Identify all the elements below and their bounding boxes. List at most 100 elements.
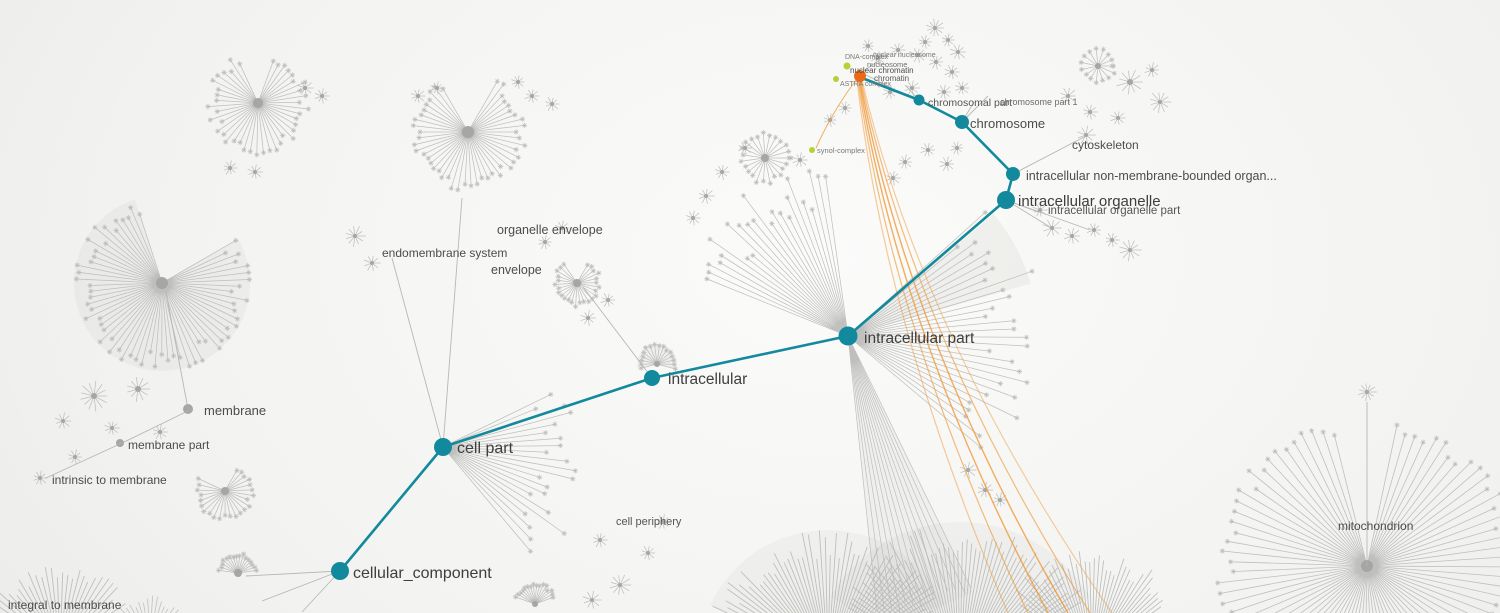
- fan-tips: [205, 57, 311, 158]
- term-label[interactable]: cell part: [457, 440, 514, 457]
- fan-lines: [1086, 223, 1101, 237]
- fan-center-dot: [926, 148, 930, 152]
- orange-edge-bundle: [815, 79, 1113, 613]
- fan-lines: [207, 59, 309, 155]
- term-label[interactable]: nucleosome: [867, 60, 907, 69]
- term-label[interactable]: DNA-complex: [845, 54, 889, 61]
- fan-center-dot: [923, 40, 927, 44]
- node-astra-complex-node[interactable]: [833, 76, 839, 82]
- fan-center-dot: [1127, 79, 1133, 85]
- fan-center-dot: [691, 216, 695, 220]
- label-layer: cellular_component cell part intracellular…: [8, 52, 1413, 612]
- node-synol-complex-node[interactable]: [809, 147, 815, 153]
- fan-cluster: [939, 156, 954, 171]
- fan-lines: [410, 89, 426, 103]
- fan-tips: [194, 467, 257, 522]
- fan-lines: [1217, 424, 1500, 613]
- node-chromosomal-part[interactable]: [913, 94, 925, 106]
- fan-cluster: [1078, 45, 1117, 86]
- term-label[interactable]: intracellular non-membrane-bounded organ…: [1026, 169, 1277, 183]
- fan-tips: [1078, 45, 1117, 86]
- node-cellular_component[interactable]: [331, 562, 349, 580]
- fan-cluster: [54, 412, 72, 429]
- term-label[interactable]: chromosome part 1: [1000, 97, 1078, 107]
- term-label[interactable]: chromosomal part: [928, 97, 1012, 109]
- term-label[interactable]: endomembrane system: [382, 246, 507, 260]
- term-label[interactable]: envelope: [491, 263, 542, 277]
- fan-cluster: [117, 595, 179, 613]
- term-label[interactable]: cell periphery: [616, 516, 682, 528]
- term-label[interactable]: nuclear nucleosome: [873, 52, 936, 59]
- term-label[interactable]: membrane: [204, 403, 266, 418]
- fan-cluster: [1063, 228, 1080, 244]
- fan-tips: [552, 261, 602, 310]
- term-label[interactable]: intracellular organelle part: [1048, 205, 1181, 217]
- fan-lines: [1063, 228, 1080, 244]
- term-label[interactable]: intracellular part: [864, 330, 975, 347]
- fan-center-dot: [1092, 228, 1096, 232]
- node-intracellular-non-membrane-bounded-organelle[interactable]: [1006, 167, 1020, 181]
- fan-lines: [937, 84, 951, 100]
- fan-cluster: [698, 188, 715, 204]
- fan-lines: [1060, 87, 1076, 104]
- term-label[interactable]: cytoskeleton: [1072, 138, 1139, 152]
- fan-lines: [928, 55, 943, 70]
- term-label[interactable]: nuclear chromatin: [850, 66, 914, 75]
- fan-center-dot: [586, 316, 590, 320]
- fan-center-dot: [960, 86, 964, 90]
- fan-center-dot: [720, 170, 724, 174]
- term-label[interactable]: mitochondrion: [1338, 519, 1413, 533]
- node-nucleosome-node[interactable]: [843, 62, 851, 70]
- node-intracellular[interactable]: [644, 370, 660, 386]
- fan-center-dot: [942, 90, 946, 94]
- fan-lines: [890, 43, 906, 58]
- term-label[interactable]: integral to membrane: [8, 598, 122, 612]
- fan-lines: [413, 81, 525, 190]
- fan-lines: [545, 96, 560, 111]
- node-cell-part[interactable]: [434, 438, 452, 456]
- term-label[interactable]: chromatin: [874, 74, 909, 83]
- fan-cluster: [104, 421, 120, 435]
- fan-lines: [430, 81, 444, 95]
- fan-cluster: [950, 141, 964, 155]
- fan-cluster: [80, 380, 108, 412]
- term-label[interactable]: synol-complex: [817, 146, 865, 155]
- fan-center-dot: [73, 455, 77, 459]
- fan-lines: [655, 514, 671, 529]
- fan-cluster: [1060, 87, 1076, 104]
- fan-center-dot: [91, 393, 97, 399]
- fan-cluster: [296, 79, 314, 96]
- node-intracellular-organelle[interactable]: [997, 191, 1015, 209]
- node-intracellular-part[interactable]: [838, 326, 858, 346]
- fan-lines: [919, 35, 932, 49]
- orange-edge: [859, 79, 1069, 613]
- term-label[interactable]: chromosome: [970, 116, 1045, 131]
- node-nuclear-chromatin-highlight[interactable]: [854, 70, 866, 82]
- fan-lines: [126, 376, 150, 402]
- fan-cluster: [1083, 104, 1098, 120]
- term-label[interactable]: cellular_component: [353, 565, 492, 582]
- term-label[interactable]: intracellular: [668, 371, 747, 388]
- term-label[interactable]: membrane part: [128, 438, 210, 452]
- fan-cluster: [215, 551, 260, 577]
- fan-lines: [104, 421, 120, 435]
- fan-tips: [1215, 422, 1500, 613]
- term-label[interactable]: intrinsic to membrane: [52, 473, 167, 487]
- fan-cluster: [898, 154, 912, 169]
- term-label[interactable]: organelle envelope: [497, 223, 603, 237]
- fan-center-dot: [516, 80, 520, 84]
- fan-center-dot: [945, 162, 949, 166]
- fan-cluster: [345, 226, 366, 247]
- fan-cluster: [890, 43, 906, 58]
- fan-cluster: [910, 48, 926, 63]
- fan-lines: [1081, 48, 1115, 83]
- fan-lines: [792, 152, 808, 167]
- term-label[interactable]: ASTRA complex: [840, 81, 891, 88]
- fan-center-dot: [888, 90, 892, 94]
- fan-sector: [848, 213, 1031, 336]
- term-label[interactable]: intracellular organelle: [1018, 193, 1161, 210]
- fan-center-dot: [896, 48, 900, 52]
- node-chromosome[interactable]: [955, 115, 969, 129]
- orange-edge: [856, 79, 1009, 613]
